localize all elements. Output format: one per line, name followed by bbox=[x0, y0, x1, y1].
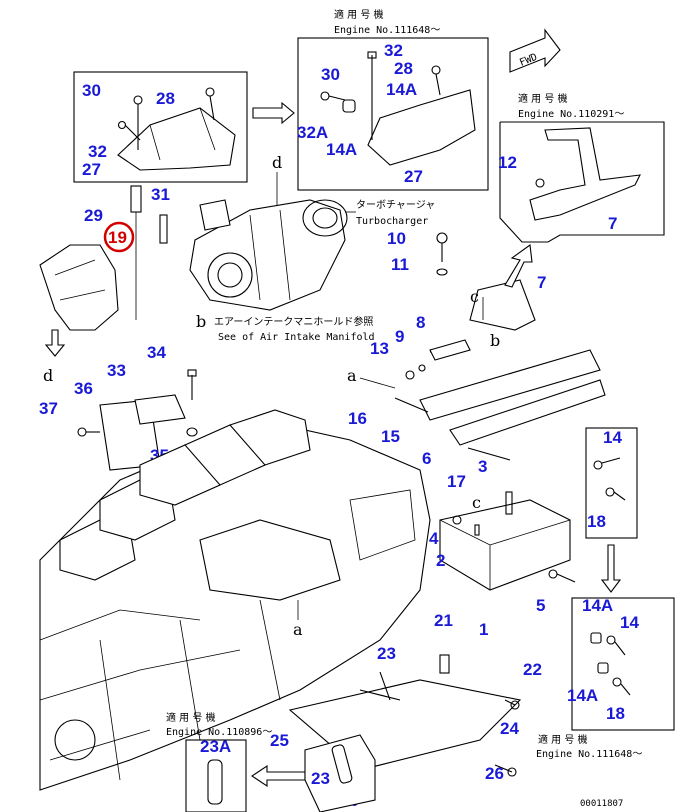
part-number-11: 11 bbox=[391, 255, 409, 274]
part-number-28: 28 bbox=[156, 89, 175, 108]
engine-number-label: Engine No.111648～ bbox=[536, 749, 642, 760]
turbo-label-jp: ターボチャージャ bbox=[356, 199, 435, 211]
part-number-28: 28 bbox=[394, 59, 413, 78]
reference-letter-c: c bbox=[470, 287, 479, 306]
part-number-12: 12 bbox=[498, 153, 517, 172]
part-number-23A: 23A bbox=[200, 737, 231, 756]
applicable-label: 適 用 号 機 bbox=[166, 711, 216, 724]
part-number-9: 9 bbox=[395, 327, 404, 346]
part-number-10: 10 bbox=[387, 229, 406, 248]
part-number-13: 13 bbox=[370, 339, 389, 358]
left-parts: 31 29 19 d bbox=[39, 185, 231, 385]
cover-plate: c 4 2 5 1 bbox=[429, 491, 576, 639]
detail-box-bracket-old: 30 28 32 27 bbox=[73, 71, 248, 183]
intake-label-jp: エアーインテークマニホールド参照 bbox=[214, 315, 373, 328]
part-number-32: 32 bbox=[384, 41, 403, 60]
arrow-left-icon bbox=[251, 764, 306, 788]
part-number-1: 1 bbox=[479, 620, 488, 639]
part-number-14: 14 bbox=[620, 613, 639, 632]
part-number-3: 3 bbox=[478, 457, 487, 476]
part-number-33: 33 bbox=[107, 361, 126, 380]
part-number-36: 36 bbox=[74, 379, 93, 398]
part-number-21: 21 bbox=[434, 611, 453, 630]
part-number-5: 5 bbox=[536, 596, 545, 615]
reference-letter-c: c bbox=[472, 493, 481, 512]
part-number-32A: 32A bbox=[297, 123, 328, 142]
applicable-label: 適 用 号 機 bbox=[518, 92, 568, 105]
part-number-37: 37 bbox=[39, 399, 58, 418]
reference-letter-d: d bbox=[43, 366, 53, 385]
turbocharger: ターボチャージャ Turbocharger d b エアーインテークマニホールド… bbox=[189, 153, 435, 343]
reference-letter-b: b bbox=[196, 312, 206, 331]
part-number-14A: 14A bbox=[326, 140, 357, 159]
part-number-4: 4 bbox=[429, 529, 439, 548]
document-number: 00011807 bbox=[580, 799, 623, 809]
engine-number-label: Engine No.110896～ bbox=[166, 727, 272, 738]
part-number-2: 2 bbox=[436, 551, 445, 570]
part-number-14A: 14A bbox=[567, 686, 598, 705]
intake-label-en: See of Air Intake Manifold bbox=[218, 332, 375, 343]
part-number-22: 22 bbox=[523, 660, 542, 679]
part-number-19-highlighted[interactable]: 19 bbox=[108, 228, 127, 247]
engine-number-label: Engine No.110291～ bbox=[518, 109, 624, 120]
highlight-circle bbox=[103, 221, 135, 253]
detail-box-pin-23A: 適 用 号 機 Engine No.110896～ 23A 23 bbox=[166, 711, 376, 812]
part-number-14: 14 bbox=[603, 428, 622, 447]
detail-box-bracket-7: 適 用 号 機 Engine No.110291～ 12 7 bbox=[498, 92, 665, 243]
part-number-23: 23 bbox=[311, 769, 330, 788]
reference-letter-b: b bbox=[490, 331, 500, 350]
reference-letter-a: a bbox=[347, 366, 357, 385]
part-number-26: 26 bbox=[485, 764, 504, 783]
part-number-17: 17 bbox=[447, 472, 466, 491]
reference-letter-d: d bbox=[272, 153, 282, 172]
part-number-27: 27 bbox=[82, 160, 101, 179]
applicable-label: 適 用 号 機 bbox=[538, 733, 588, 746]
part-number-15: 15 bbox=[381, 427, 400, 446]
applicable-label: 適 用 号 機 bbox=[334, 8, 384, 21]
part-number-8: 8 bbox=[416, 313, 425, 332]
engine-number-label: Engine No.111648～ bbox=[334, 25, 440, 36]
part-number-29: 29 bbox=[84, 206, 103, 225]
bracket-plate-parts: 34 33 36 37 35 bbox=[39, 343, 198, 471]
detail-box-bolt-14A: 14A 14 14A 18 bbox=[567, 596, 675, 731]
part-number-16: 16 bbox=[348, 409, 367, 428]
part-number-7: 7 bbox=[537, 273, 546, 292]
reference-letter-a: a bbox=[293, 620, 303, 639]
part-number-24: 24 bbox=[500, 719, 519, 738]
part-number-14A: 14A bbox=[582, 596, 613, 615]
turbo-label-en: Turbocharger bbox=[356, 216, 428, 227]
part-number-25: 25 bbox=[270, 731, 289, 750]
detail-box-bolt-14: 14 18 bbox=[585, 427, 638, 593]
part-number-7: 7 bbox=[608, 214, 617, 233]
part-number-23: 23 bbox=[377, 644, 396, 663]
part-number-14A: 14A bbox=[386, 80, 417, 99]
part-number-30: 30 bbox=[321, 65, 340, 84]
part-number-32: 32 bbox=[88, 142, 107, 161]
part-number-30: 30 bbox=[82, 81, 101, 100]
part-number-27: 27 bbox=[404, 167, 423, 186]
arrow-right-icon bbox=[252, 101, 295, 125]
engine-block: a bbox=[39, 409, 431, 791]
part-number-18: 18 bbox=[606, 704, 625, 723]
part-number-34: 34 bbox=[147, 343, 166, 362]
part-number-18: 18 bbox=[587, 512, 606, 531]
bracket-7-assembly: c b a 10 11 7 8 9 13 16 15 6 3 17 bbox=[347, 229, 606, 491]
part-number-6: 6 bbox=[422, 449, 431, 468]
part-number-31: 31 bbox=[151, 185, 170, 204]
detail-box-bracket-new: 適 用 号 機 Engine No.111648～ 32 30 28 14A 3… bbox=[297, 8, 489, 191]
fwd-arrow: FWD bbox=[509, 28, 561, 73]
